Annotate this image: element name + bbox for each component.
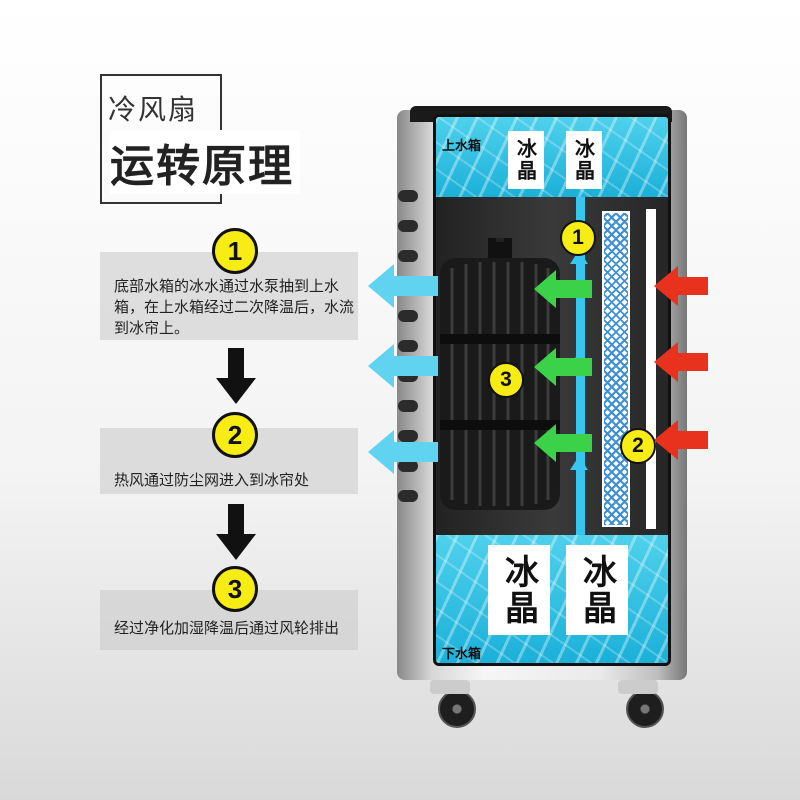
ice-crystal-bottom-2: 冰晶 [566,545,628,635]
hot-air-arrow-icon [654,342,708,382]
diagram-marker-2: 2 [620,428,656,464]
lower-tank-label: 下水箱 [442,647,482,662]
airflow-arrow-icon [534,424,592,462]
hot-air-arrow-icon [654,420,708,460]
dust-filter [646,209,656,529]
down-arrow-icon [216,348,256,404]
step-1-text: 底部水箱的冰水通过水泵抽到上水箱，在上水箱经过二次降温后，水流到冰帘上。 [114,277,355,337]
ice-crystal-bottom-1: 冰晶 [488,545,550,635]
step-3-marker: 3 [212,566,258,612]
down-arrow-icon [216,504,256,560]
caster-mount-right [618,680,658,694]
cold-air-arrow-icon [368,344,438,388]
title-small: 冷风扇 [108,93,199,126]
ice-curtain [602,211,630,527]
step-2-text: 热风通过防尘网进入到冰帘处 [114,471,310,489]
cold-air-arrow-icon [368,430,438,474]
side-vents [398,190,420,540]
cold-air-arrow-icon [368,264,438,308]
step-2-marker: 2 [212,412,258,458]
airflow-arrow-icon [534,270,592,308]
upper-tank-label: 上水箱 [442,139,482,154]
upper-water-tank [436,117,668,197]
diagram-marker-3: 3 [488,362,524,398]
step-3-text: 经过净化加湿降温后通过风轮排出 [114,619,340,637]
lower-water-tank [436,535,668,663]
caster-mount-left [430,680,470,694]
ice-crystal-top-2: 冰晶 [566,131,602,189]
airflow-arrow-icon [534,348,592,386]
ice-crystal-top-1: 冰晶 [508,131,544,189]
hot-air-arrow-icon [654,266,708,306]
step-1-marker: 1 [212,228,258,274]
title-main: 运转原理 [110,130,300,194]
diagram-marker-1: 1 [560,220,596,256]
